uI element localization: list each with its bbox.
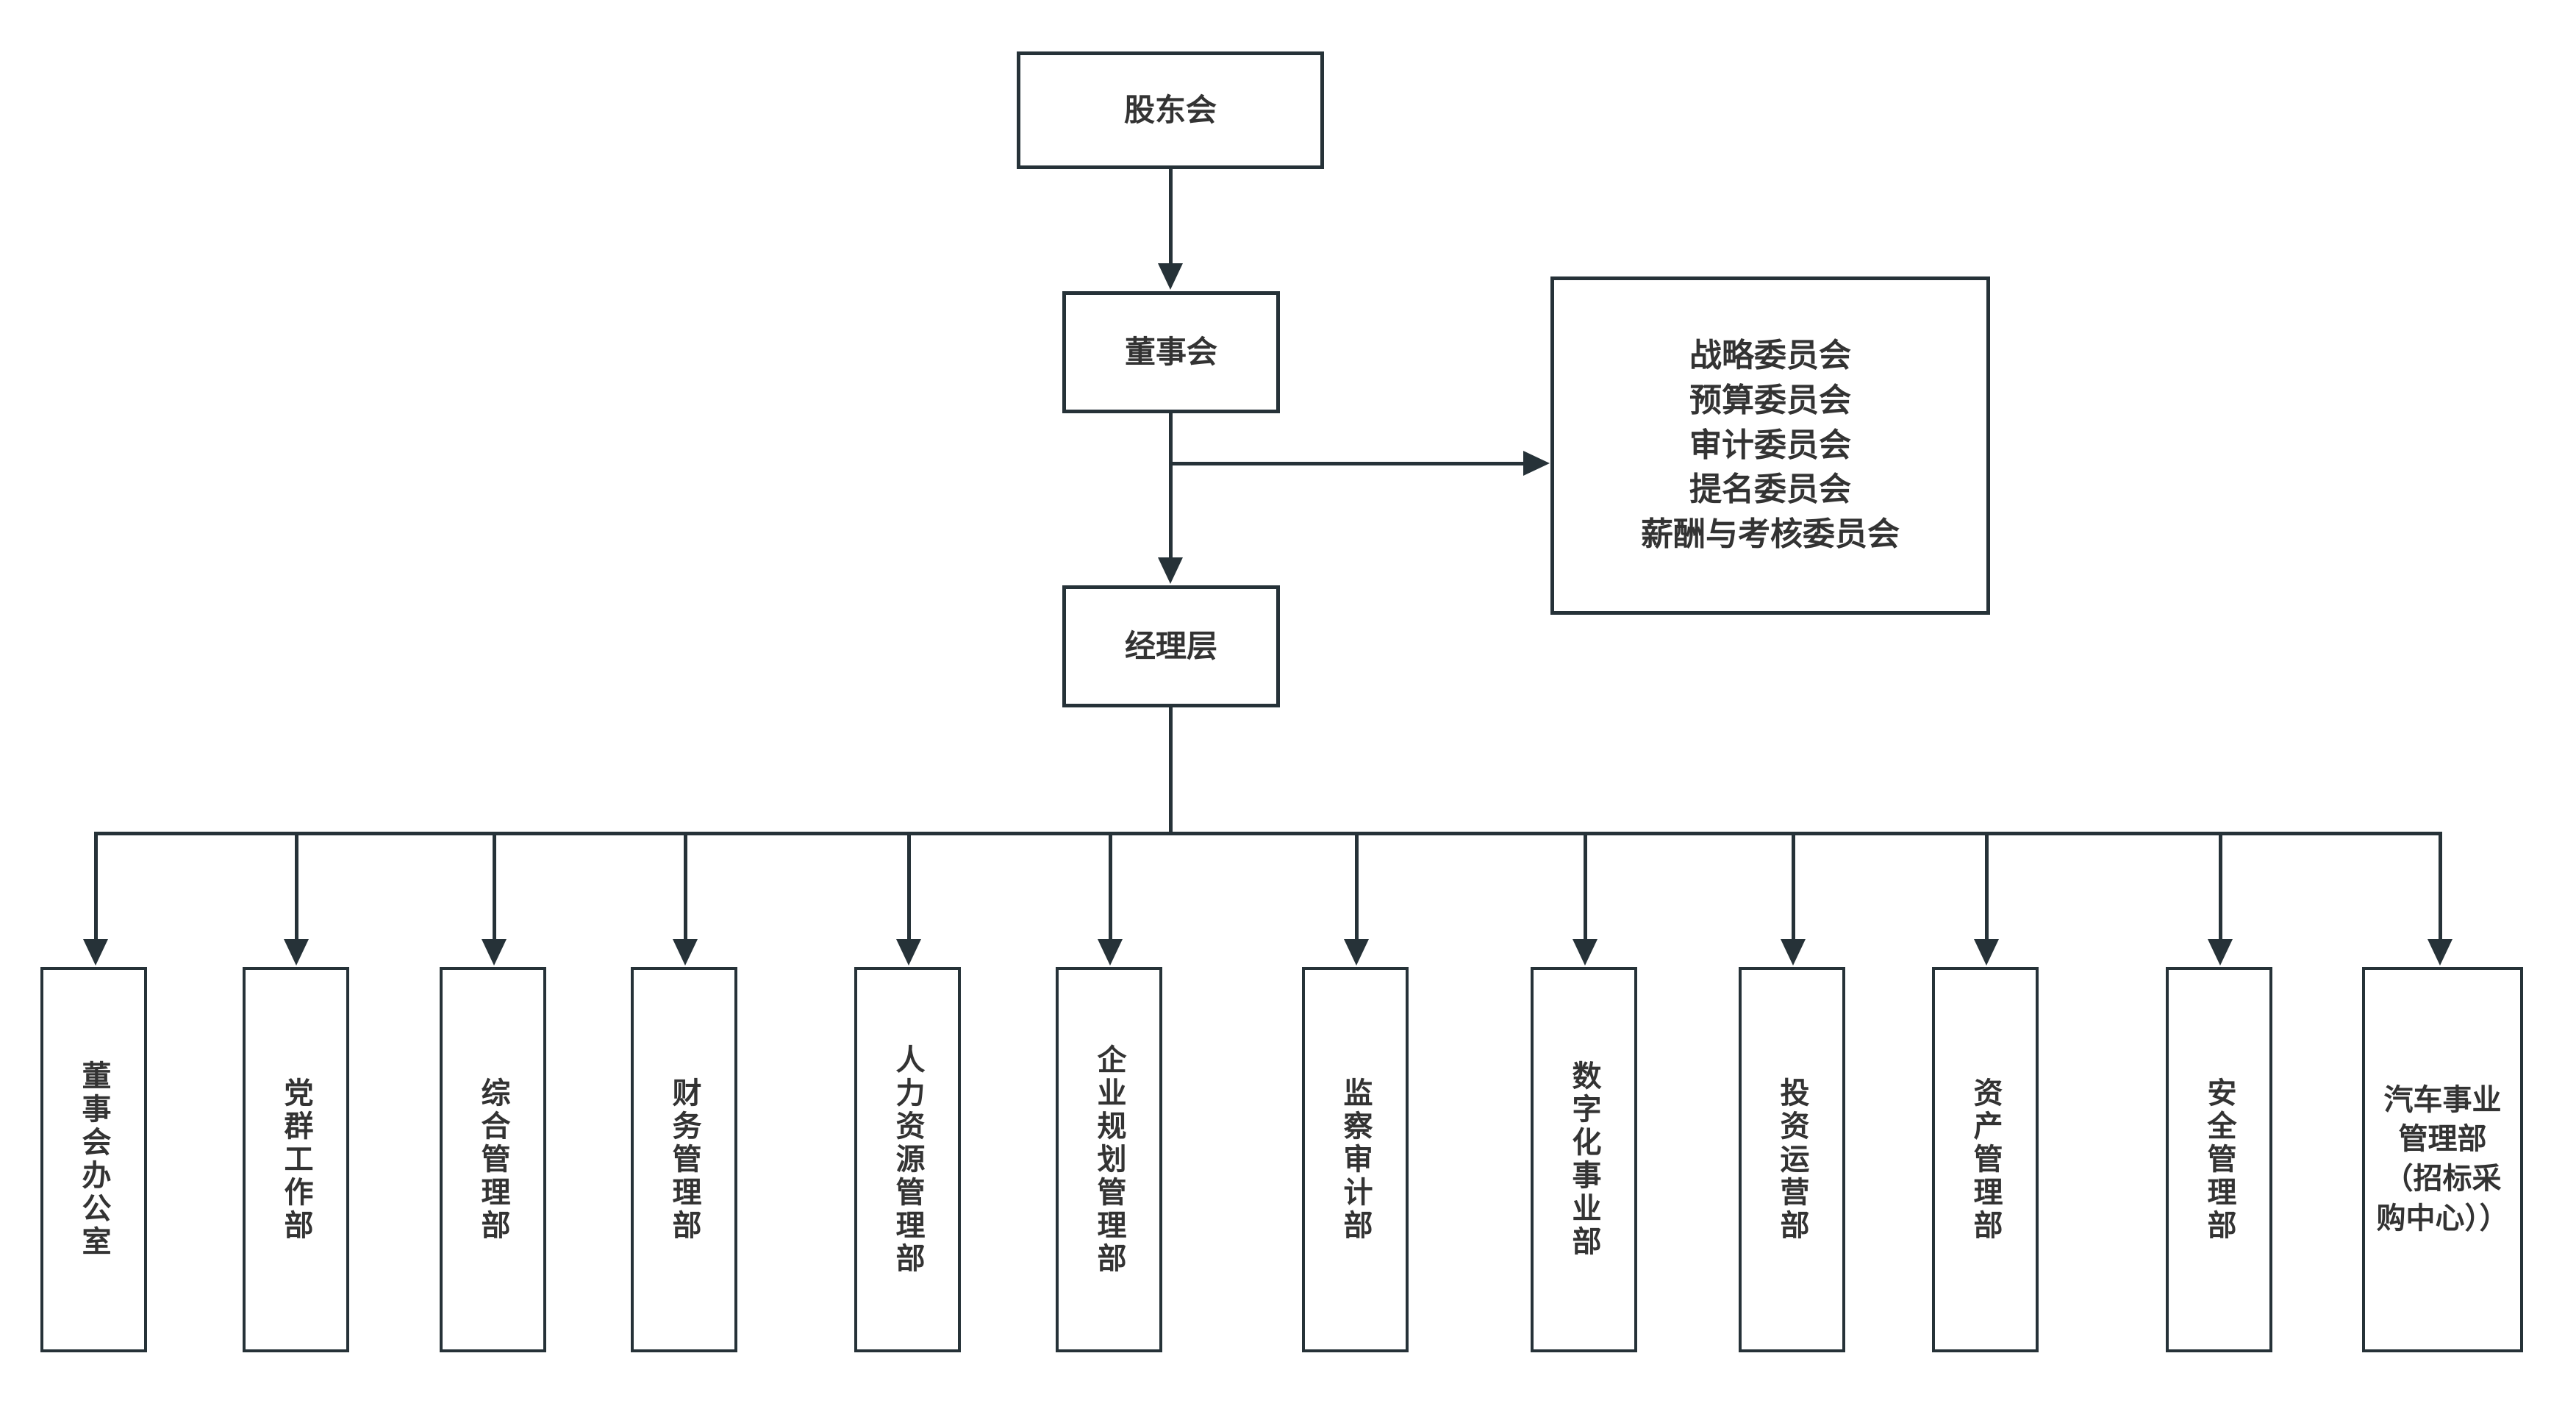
dept-label: 资产管理部 xyxy=(1969,1077,2002,1243)
committee-item-nomination: 提名委员会 xyxy=(1689,471,1851,508)
dept-label: 企业规划管理部 xyxy=(1092,1043,1126,1276)
dept-general-management[interactable]: 综合管理部 xyxy=(440,967,546,1352)
node-shareholders-meeting[interactable]: 股东会 xyxy=(1017,51,1324,169)
distribution-bus-line xyxy=(94,832,2439,835)
dept-label: 安全管理部 xyxy=(2203,1077,2236,1243)
dept-label: 监察审计部 xyxy=(1339,1077,1372,1243)
dept-label: 综合管理部 xyxy=(476,1077,509,1243)
node-management-layer[interactable]: 经理层 xyxy=(1062,585,1280,707)
arrowhead-dept-11-icon xyxy=(2208,939,2233,966)
arrowhead-dept-1-icon xyxy=(83,939,108,966)
drop-line-dept-3 xyxy=(493,832,496,941)
connector-shareholders-to-board xyxy=(1169,169,1173,265)
arrowhead-committees-in-icon xyxy=(1523,451,1550,476)
dept-automobile-business-management-and-procurement-center[interactable]: 汽车事业管理部（招标采购中心）） xyxy=(2362,967,2523,1352)
arrowhead-dept-4-icon xyxy=(673,939,698,966)
dept-label: 数字化事业部 xyxy=(1567,1060,1600,1259)
connector-board-to-committees xyxy=(1169,462,1526,465)
dept-label: 汽车事业管理部（招标采购中心）） xyxy=(2376,1083,2509,1235)
committee-item-audit: 审计委员会 xyxy=(1689,427,1851,463)
drop-line-dept-8 xyxy=(1584,832,1587,941)
drop-line-dept-12 xyxy=(2439,832,2442,941)
node-management-label: 经理层 xyxy=(1124,629,1217,664)
dept-label: 人力资源管理部 xyxy=(891,1043,924,1276)
arrowhead-dept-9-icon xyxy=(1781,939,1806,966)
drop-line-dept-5 xyxy=(907,832,911,941)
connector-board-to-management xyxy=(1169,413,1173,559)
arrowhead-dept-3-icon xyxy=(482,939,507,966)
drop-line-dept-4 xyxy=(684,832,687,941)
dept-label: 党群工作部 xyxy=(279,1077,312,1243)
arrowhead-dept-10-icon xyxy=(1974,939,1999,966)
node-board-label: 董事会 xyxy=(1124,335,1217,370)
dept-investment-operation[interactable]: 投资运营部 xyxy=(1739,967,1845,1352)
arrowhead-management-in-icon xyxy=(1158,557,1183,584)
dept-party-and-mass-work[interactable]: 党群工作部 xyxy=(243,967,349,1352)
committee-item-strategy: 战略委员会 xyxy=(1689,338,1851,374)
dept-enterprise-planning-management[interactable]: 企业规划管理部 xyxy=(1056,967,1162,1352)
dept-label: 投资运营部 xyxy=(1775,1077,1808,1243)
drop-line-dept-7 xyxy=(1355,832,1359,941)
arrowhead-dept-6-icon xyxy=(1098,939,1123,966)
drop-line-dept-6 xyxy=(1109,832,1112,941)
dept-safety-management[interactable]: 安全管理部 xyxy=(2166,967,2272,1352)
dept-supervision-and-audit[interactable]: 监察审计部 xyxy=(1302,967,1409,1352)
node-board-committees-panel[interactable]: 战略委员会 预算委员会 审计委员会 提名委员会 薪酬与考核委员会 xyxy=(1550,276,1990,615)
connector-management-to-bus xyxy=(1169,707,1173,835)
dept-finance-management[interactable]: 财务管理部 xyxy=(631,967,737,1352)
arrowhead-dept-8-icon xyxy=(1573,939,1598,966)
dept-board-office[interactable]: 董事会办公室 xyxy=(40,967,147,1352)
committee-item-compensation-and-appraisal: 薪酬与考核委员会 xyxy=(1641,516,1900,553)
drop-line-dept-11 xyxy=(2219,832,2222,941)
arrowhead-dept-2-icon xyxy=(284,939,309,966)
drop-line-dept-9 xyxy=(1792,832,1795,941)
arrowhead-dept-7-icon xyxy=(1344,939,1369,966)
arrowhead-dept-12-icon xyxy=(2427,939,2452,966)
dept-label: 董事会办公室 xyxy=(77,1060,110,1259)
drop-line-dept-1 xyxy=(94,832,98,941)
drop-line-dept-2 xyxy=(295,832,298,941)
dept-digitalization-business[interactable]: 数字化事业部 xyxy=(1531,967,1637,1352)
node-board-of-directors[interactable]: 董事会 xyxy=(1062,291,1280,413)
arrowhead-board-in-icon xyxy=(1158,263,1183,290)
dept-asset-management[interactable]: 资产管理部 xyxy=(1932,967,2039,1352)
committee-item-budget: 预算委员会 xyxy=(1689,382,1851,418)
dept-label: 财务管理部 xyxy=(668,1077,701,1243)
arrowhead-dept-5-icon xyxy=(896,939,921,966)
node-shareholders-label: 股东会 xyxy=(1123,93,1217,128)
dept-human-resources-management[interactable]: 人力资源管理部 xyxy=(854,967,961,1352)
drop-line-dept-10 xyxy=(1985,832,1989,941)
